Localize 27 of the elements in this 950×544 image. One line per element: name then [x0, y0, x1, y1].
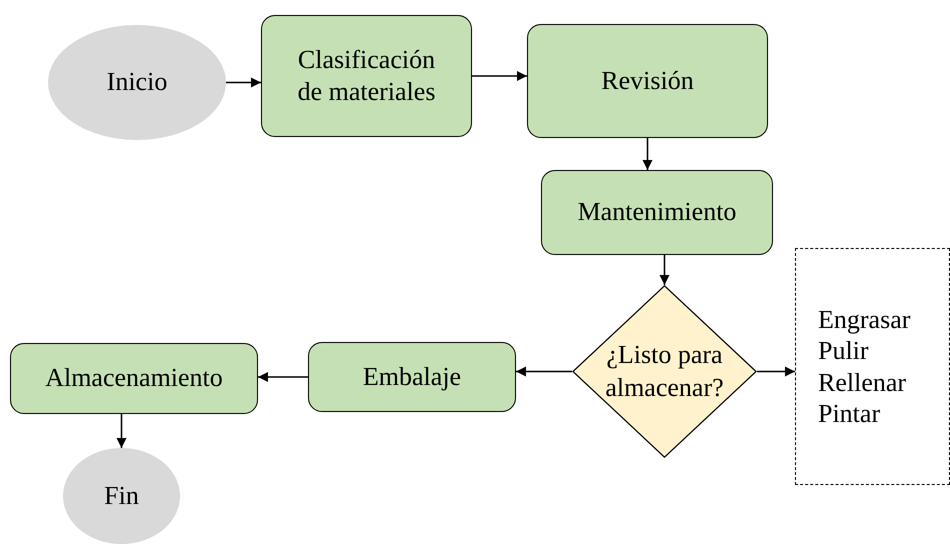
note-box: [795, 248, 950, 485]
arrow: [516, 366, 572, 376]
process-box: [308, 342, 516, 412]
arrow: [258, 372, 308, 382]
node-label: ¿Listo para almacenar?: [604, 339, 725, 404]
decision-diamond: [572, 285, 757, 458]
list-item: Engrasar: [818, 304, 910, 336]
node-label: Fin: [104, 480, 139, 512]
process-box: [10, 343, 258, 414]
arrow: [757, 366, 795, 376]
node-label: Revisión: [601, 64, 694, 97]
list-item: Pintar: [818, 398, 880, 429]
arrow: [642, 138, 652, 170]
process-box: [261, 15, 472, 137]
list-item: Pulir: [818, 335, 869, 366]
node-label: Almacenamiento: [45, 362, 223, 394]
node-label: Inicio: [106, 66, 168, 98]
process-box: [527, 24, 768, 138]
arrow: [226, 78, 261, 88]
arrow: [660, 255, 670, 285]
node-label: Embalaje: [362, 360, 462, 393]
node-label: Clasificación de materiales: [296, 44, 436, 108]
list-item: Rellenar: [818, 366, 906, 398]
node-label: Mantenimiento: [578, 196, 736, 228]
arrow: [472, 71, 527, 81]
process-box: [541, 170, 773, 255]
arrow: [116, 414, 126, 448]
